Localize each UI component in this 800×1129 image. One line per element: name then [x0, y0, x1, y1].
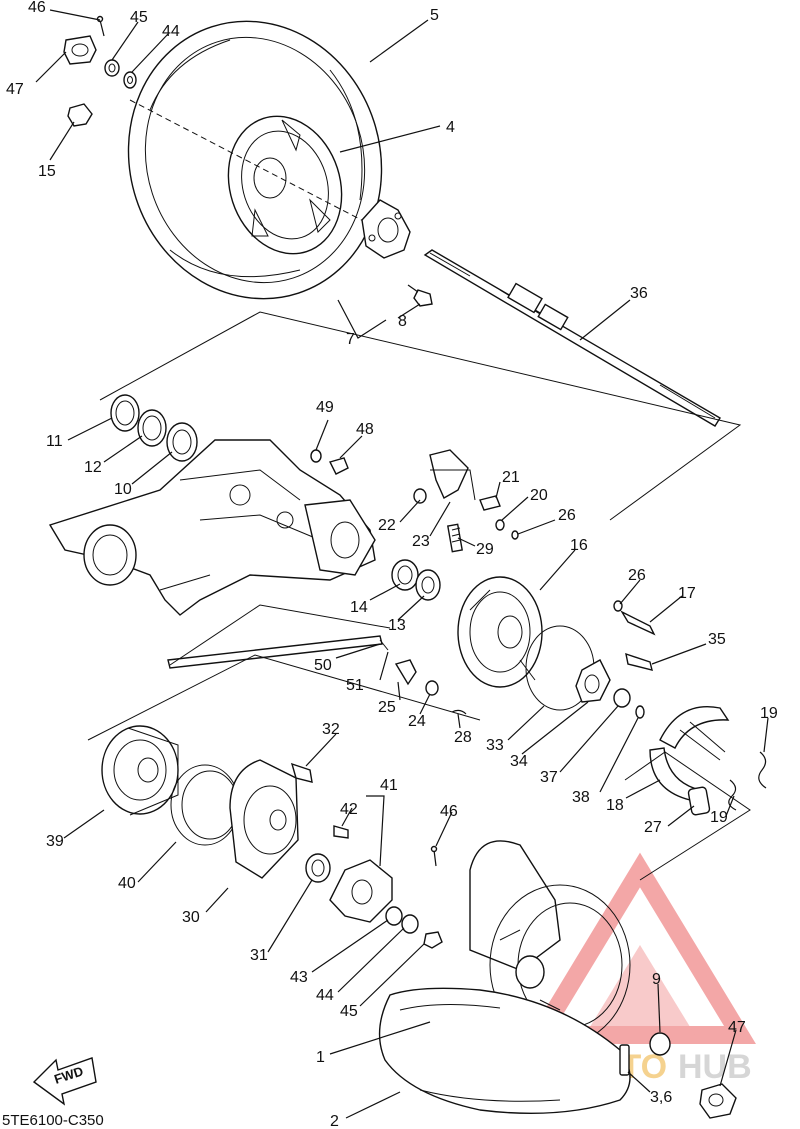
callout-7: 7 — [346, 331, 355, 348]
axle-shaft-36 — [423, 249, 721, 427]
callout-36: 36 — [630, 285, 648, 302]
callout-10: 10 — [114, 481, 132, 498]
callout-12: 12 — [84, 459, 102, 476]
callout-35: 35 — [708, 631, 726, 648]
callout-18: 18 — [606, 797, 624, 814]
brake-drum-assembly — [87, 654, 481, 949]
callout-45: 45 — [130, 9, 148, 26]
callout-45-lower: 45 — [340, 1003, 358, 1020]
callout-27: 27 — [644, 819, 662, 836]
callout-40: 40 — [118, 875, 136, 892]
callout-11: 11 — [46, 433, 63, 450]
rear-wheel-upper — [127, 20, 401, 300]
callout-34: 34 — [510, 753, 528, 770]
callout-30: 30 — [182, 909, 200, 926]
watermark-triangle — [524, 852, 756, 1044]
brake-panel-16 — [394, 576, 656, 719]
callout-46: 46 — [28, 0, 46, 16]
brake-cam-lever — [413, 449, 519, 553]
callout-4: 4 — [446, 119, 455, 136]
callout-44-lower: 44 — [316, 987, 334, 1004]
callout-9: 9 — [652, 971, 661, 988]
callout-26-lower: 26 — [628, 567, 646, 584]
callout-15: 15 — [38, 163, 56, 180]
callout-49: 49 — [316, 399, 334, 416]
callout-5: 5 — [430, 7, 439, 24]
callout-47: 47 — [6, 81, 24, 98]
callout-14: 14 — [350, 599, 368, 616]
callout-33: 33 — [486, 737, 504, 754]
callout-42: 42 — [340, 801, 358, 818]
callout-41: 41 — [380, 777, 398, 794]
callout-16: 16 — [570, 537, 588, 554]
callout-48: 48 — [356, 421, 374, 438]
diagram-code: 5TE6100-C350 — [2, 1112, 104, 1129]
callout-51: 51 — [346, 677, 364, 694]
brake-shoes-18 — [624, 706, 767, 881]
callout-23: 23 — [412, 533, 430, 550]
callout-3-6: 3,6 — [650, 1089, 672, 1106]
callout-17: 17 — [678, 585, 696, 602]
callout-50: 50 — [314, 657, 332, 674]
callout-28: 28 — [454, 729, 472, 746]
breather-pipe-50 — [167, 604, 391, 669]
callout-29: 29 — [476, 541, 494, 558]
final-drive-housing — [48, 311, 742, 616]
callout-31: 31 — [250, 947, 268, 964]
callout-13: 13 — [388, 617, 406, 634]
callout-21: 21 — [502, 469, 520, 486]
callout-20: 20 — [530, 487, 548, 504]
fwd-arrow-icon: FWD — [32, 1057, 97, 1106]
callout-1: 1 — [316, 1049, 325, 1066]
callout-22: 22 — [378, 517, 396, 534]
callout-44: 44 — [162, 23, 180, 40]
hub-7 — [361, 199, 433, 307]
callout-19-upper: 19 — [760, 705, 778, 722]
callout-labels: 46 45 44 5 47 15 4 36 8 7 49 48 11 12 10… — [6, 0, 778, 1129]
callout-8: 8 — [398, 313, 407, 330]
callout-39: 39 — [46, 833, 64, 850]
watermark-triangle-inner — [585, 945, 695, 1035]
callout-46-lower: 46 — [440, 803, 458, 820]
callout-25: 25 — [378, 699, 396, 716]
callout-47-lower: 47 — [728, 1019, 746, 1036]
callout-19-lower: 19 — [710, 809, 728, 826]
callout-32: 32 — [322, 721, 340, 738]
hardware-top-left — [63, 15, 137, 127]
callout-37: 37 — [540, 769, 558, 786]
callout-2: 2 — [330, 1113, 339, 1129]
callout-24: 24 — [408, 713, 426, 730]
rear-wheel-lower — [378, 840, 737, 1119]
callout-26-upper: 26 — [558, 507, 576, 524]
watermark-brand-hub: HUB — [678, 1048, 752, 1086]
callout-43: 43 — [290, 969, 308, 986]
leader-lines — [35, 9, 769, 1119]
callout-38: 38 — [572, 789, 590, 806]
